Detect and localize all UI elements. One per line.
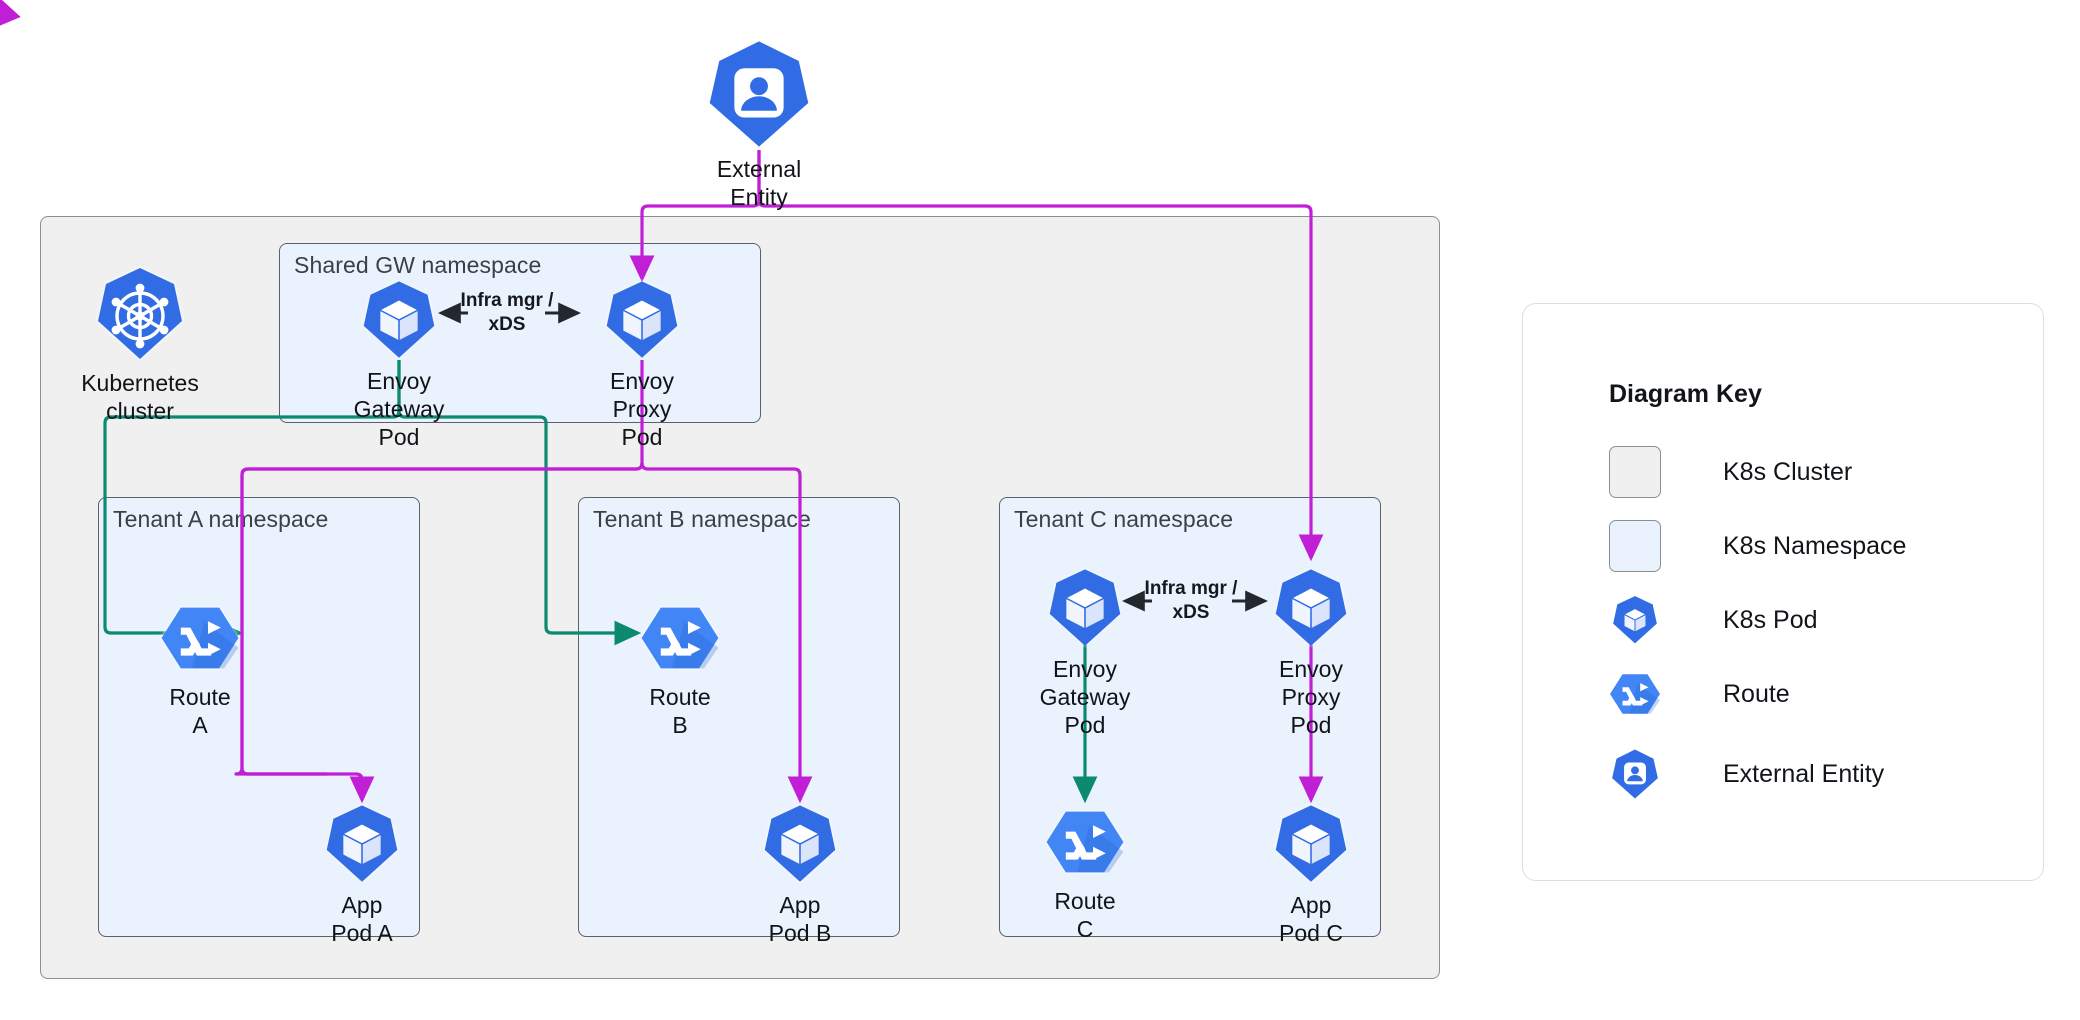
legend-item-route[interactable]: Route [1609,668,1790,720]
node-app-pod-b[interactable]: App Pod B [758,802,842,947]
legend-item-k8s-cluster[interactable]: K8s Cluster [1609,446,1852,498]
route-icon [1609,668,1661,720]
legend-item-label: K8s Namespace [1723,532,1906,561]
external-entity-icon [1609,748,1661,800]
legend-item-label: K8s Pod [1723,606,1818,635]
node-shared-gw-envoy-proxy-pod[interactable]: Envoy Proxy Pod [600,278,684,451]
node-route-c[interactable]: Route C [1045,802,1125,943]
k8s-pod-icon [1043,566,1127,650]
node-kubernetes-cluster-logo: Kubernetes cluster [90,264,190,425]
cluster-swatch-icon [1609,446,1661,498]
node-label: Route B [640,683,720,739]
node-tenant-c-envoy-proxy-pod[interactable]: Envoy Proxy Pod [1269,566,1353,739]
k8s-pod-icon [1609,594,1661,646]
legend-title: Diagram Key [1609,380,1762,409]
node-label: Envoy Proxy Pod [1269,655,1353,739]
node-label: Envoy Proxy Pod [600,367,684,451]
node-app-pod-c[interactable]: App Pod C [1269,802,1353,947]
diagram-key-panel: Diagram Key K8s Cluster K8s Namespace [1522,303,2044,881]
k8s-pod-icon [1269,802,1353,886]
legend-item-label: External Entity [1723,760,1884,789]
namespace-title: Tenant A namespace [113,506,328,533]
namespace-title: Tenant B namespace [593,506,811,533]
k8s-pod-icon [357,278,441,362]
node-route-a[interactable]: Route A [160,598,240,739]
node-label: Route C [1045,887,1125,943]
k8s-pod-icon [758,802,842,886]
legend-item-external-entity[interactable]: External Entity [1609,748,1884,800]
node-route-b[interactable]: Route B [640,598,720,739]
k8s-pod-icon [1269,566,1353,650]
node-label: Kubernetes cluster [81,369,199,425]
namespace-title: Shared GW namespace [294,252,541,279]
namespace-tenant-b[interactable]: Tenant B namespace [578,497,900,937]
route-icon [640,598,720,678]
edge-label-shared-infra-mgr-xds: Infra mgr / xDS [451,289,563,337]
legend-item-label: K8s Cluster [1723,458,1852,487]
k8s-pod-icon [600,278,684,362]
node-label: App Pod A [320,891,404,947]
edge-label-tenantc-infra-mgr-xds: Infra mgr / xDS [1135,577,1247,625]
node-label: Envoy Gateway Pod [1040,655,1131,739]
node-label: Route A [160,683,240,739]
legend-item-k8s-pod[interactable]: K8s Pod [1609,594,1818,646]
legend-item-label: Route [1723,680,1790,709]
external-entity-icon [703,38,815,150]
node-label: App Pod B [758,891,842,947]
k8s-pod-icon [320,802,404,886]
node-label: External Entity [703,155,815,211]
route-icon [1045,802,1125,882]
node-shared-gw-envoy-gateway-pod[interactable]: Envoy Gateway Pod [357,278,441,451]
namespace-swatch-icon [1609,520,1661,572]
node-app-pod-a[interactable]: App Pod A [320,802,404,947]
route-icon [160,598,240,678]
node-external-entity[interactable]: External Entity [703,38,815,211]
namespace-title: Tenant C namespace [1014,506,1233,533]
kubernetes-helm-icon [90,264,190,364]
legend-item-k8s-namespace[interactable]: K8s Namespace [1609,520,1906,572]
node-label: App Pod C [1269,891,1353,947]
node-label: Envoy Gateway Pod [354,367,445,451]
node-tenant-c-envoy-gateway-pod[interactable]: Envoy Gateway Pod [1043,566,1127,739]
